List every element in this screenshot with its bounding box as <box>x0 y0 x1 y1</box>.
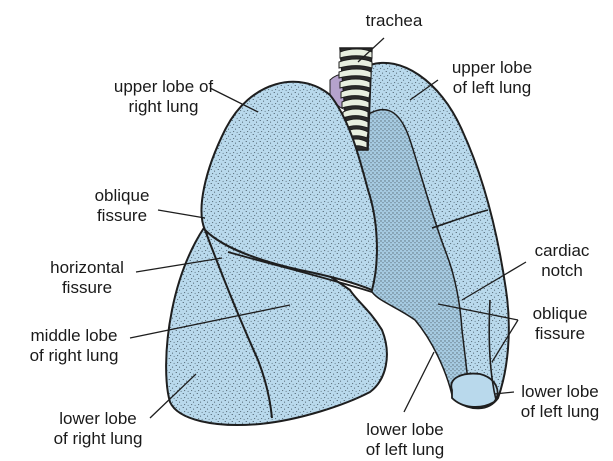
label-line: fissure <box>520 324 600 344</box>
label-line: oblique <box>520 304 600 324</box>
label-line: of right lung <box>10 346 138 366</box>
label-line: middle lobe <box>10 326 138 346</box>
label-cardiac-notch: cardiac notch <box>526 241 598 281</box>
label-line: fissure <box>82 206 162 226</box>
label-upper-lobe-right-lung: upper lobe of right lung <box>96 77 231 117</box>
left-lung-base <box>451 374 497 407</box>
label-line: of left lung <box>344 440 466 460</box>
label-line: of right lung <box>34 429 162 449</box>
label-oblique-fissure-left: oblique fissure <box>520 304 600 344</box>
label-lower-lobe-right-lung: lower lobe of right lung <box>34 409 162 449</box>
label-line: upper lobe of <box>96 77 231 97</box>
label-line: fissure <box>38 278 136 298</box>
label-line: oblique <box>82 186 162 206</box>
label-line: horizontal <box>38 258 136 278</box>
label-lower-lobe-left-lung-right: lower lobe of left lung <box>508 382 612 422</box>
label-line: notch <box>526 261 598 281</box>
label-line: right lung <box>96 97 231 117</box>
label-upper-lobe-left-lung: upper lobe of left lung <box>436 58 548 98</box>
label-line: lower lobe <box>344 420 466 440</box>
label-line: lower lobe <box>34 409 162 429</box>
label-trachea: trachea <box>356 11 432 31</box>
label-line: of left lung <box>436 78 548 98</box>
label-oblique-fissure-right: oblique fissure <box>82 186 162 226</box>
label-line: of left lung <box>508 402 612 422</box>
label-horizontal-fissure: horizontal fissure <box>38 258 136 298</box>
label-line: lower lobe <box>508 382 612 402</box>
label-middle-lobe-right-lung: middle lobe of right lung <box>10 326 138 366</box>
label-lower-lobe-left-lung-center: lower lobe of left lung <box>344 420 466 460</box>
label-line: cardiac <box>526 241 598 261</box>
label-line: upper lobe <box>436 58 548 78</box>
